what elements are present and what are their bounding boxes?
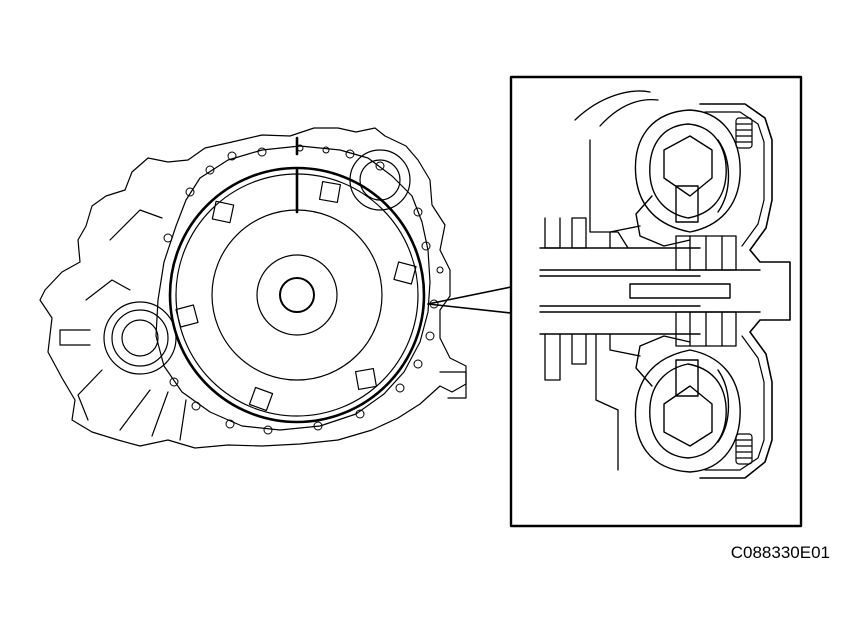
converter-hub [256, 254, 338, 336]
upper-boss-outer [349, 149, 411, 211]
housing-rib [77, 369, 103, 421]
housing-outline [39, 127, 467, 449]
callout-leader [427, 286, 512, 314]
stator-hub [675, 235, 737, 347]
mounting-pads [175, 180, 417, 412]
housing-rib [439, 371, 467, 399]
housing-rib [85, 279, 131, 301]
housing-flange [155, 145, 431, 431]
damper-springs [735, 117, 753, 465]
detail-view [509, 75, 803, 528]
detail-frame [509, 75, 803, 528]
housing-rib [59, 329, 91, 346]
upper-torus [634, 109, 741, 247]
converter-outer-ring [168, 166, 426, 424]
housing-rib [179, 399, 187, 441]
upper-boss-inner [359, 159, 401, 201]
housing-rib [151, 391, 169, 437]
input-shaft [539, 247, 761, 335]
figure-code: C088330E01 [731, 543, 830, 562]
converter-cover [699, 103, 791, 479]
housing-rib [109, 209, 163, 241]
converter-cover-inner [704, 335, 765, 471]
housing-rib [119, 389, 151, 431]
converter-center-bore [279, 277, 315, 313]
converter-cover-inner [704, 111, 765, 247]
case-section [544, 90, 659, 471]
lower-torus [634, 335, 741, 473]
differential-boss [103, 301, 177, 375]
converter-face [211, 209, 383, 381]
bolt-holes [163, 144, 444, 435]
torque-converter-front [168, 136, 426, 424]
transaxle-housing [39, 127, 467, 449]
